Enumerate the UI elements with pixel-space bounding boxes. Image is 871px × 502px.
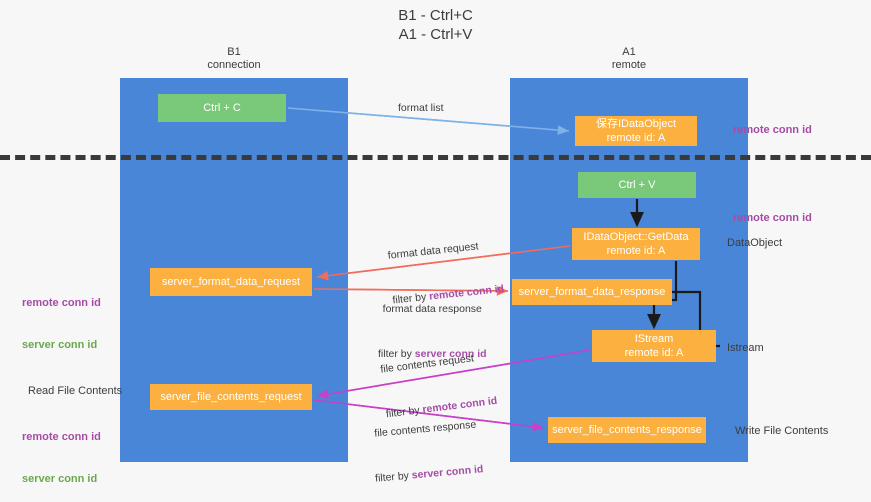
edge-label-line-1: file contents response: [373, 418, 477, 440]
edge-label-line-2: filter by server conn id: [375, 462, 484, 486]
edge-label-file-contents-response: file contents response filter by server …: [368, 388, 485, 502]
annotation-dataobject: DataObject: [727, 237, 783, 249]
node-server-file-contents-request[interactable]: server_file_contents_request: [150, 384, 312, 410]
column-header-a1: A1 remote: [611, 46, 647, 71]
annotation-server-conn-id: server conn id: [22, 473, 98, 485]
node-istream[interactable]: IStream remote id: A: [592, 330, 716, 362]
annotation-remote-conn-id: remote conn id: [22, 297, 101, 309]
node-save-idataobject[interactable]: 保存IDataObject remote id: A: [575, 116, 697, 146]
edge-label-line-1: format data response: [382, 303, 482, 315]
edge-label-format-list: format list: [398, 102, 444, 114]
annotation-remote-conn-id: remote conn id: [22, 431, 101, 443]
annotation-read-file-contents: Read File Contents: [28, 385, 123, 397]
annotation-left-conn-ids-top: remote conn id server conn id: [22, 268, 101, 366]
column-header-b1: B1 connection: [207, 46, 261, 71]
annotation-remote-conn-id-mid: remote conn id: [733, 212, 812, 224]
edge-label-line-1: format data request: [387, 240, 480, 262]
annotation-left-conn-ids-bottom: remote conn id server conn id: [22, 402, 101, 500]
filter-key-server-conn-id: server conn id: [411, 463, 484, 482]
edge-label-line-1: file contents request: [379, 352, 475, 376]
section-divider: [0, 155, 871, 160]
node-server-file-contents-response[interactable]: server_file_contents_response: [548, 417, 706, 443]
node-ctrl-c[interactable]: Ctrl + C: [158, 94, 286, 122]
node-server-format-data-response[interactable]: server_format_data_response: [512, 279, 672, 305]
node-server-format-data-request[interactable]: server_format_data_request: [150, 268, 312, 296]
annotation-remote-conn-id-top: remote conn id: [733, 124, 812, 136]
node-ctrl-v[interactable]: Ctrl + V: [578, 172, 696, 198]
filter-prefix: filter by: [374, 469, 413, 485]
page-title: B1 - Ctrl+C A1 - Ctrl+V: [398, 7, 473, 43]
annotation-server-conn-id: server conn id: [22, 339, 98, 351]
annotation-istream: Istream: [727, 342, 764, 354]
annotation-write-file-contents: Write File Contents: [735, 425, 829, 437]
node-idataobject-getdata[interactable]: IDataObject::GetData remote id: A: [572, 228, 700, 260]
